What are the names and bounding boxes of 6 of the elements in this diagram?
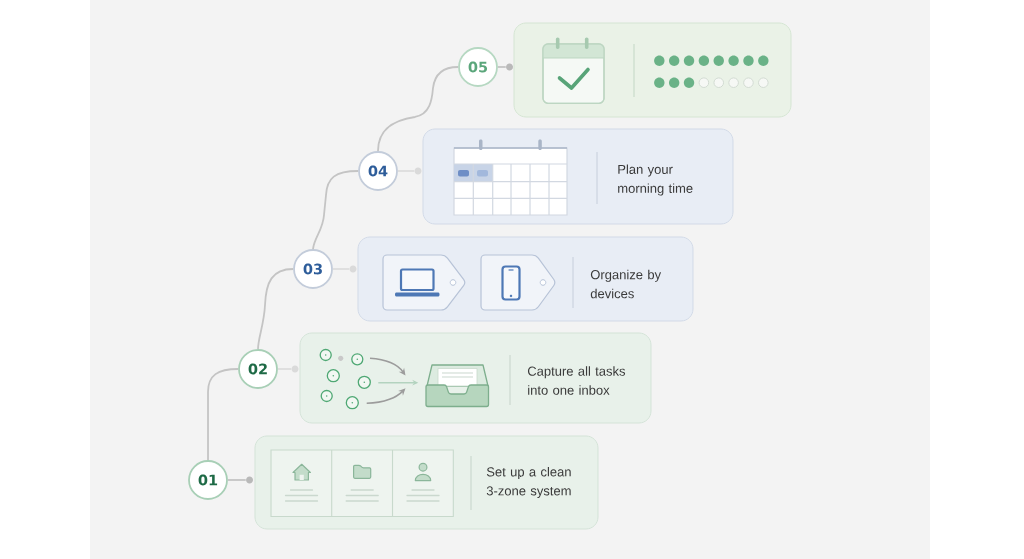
connector-line — [257, 268, 294, 350]
connector-line — [497, 66, 507, 68]
connector-line — [377, 66, 459, 152]
connector-line — [312, 170, 359, 250]
connector-line — [227, 479, 247, 481]
connector-line — [207, 368, 239, 461]
